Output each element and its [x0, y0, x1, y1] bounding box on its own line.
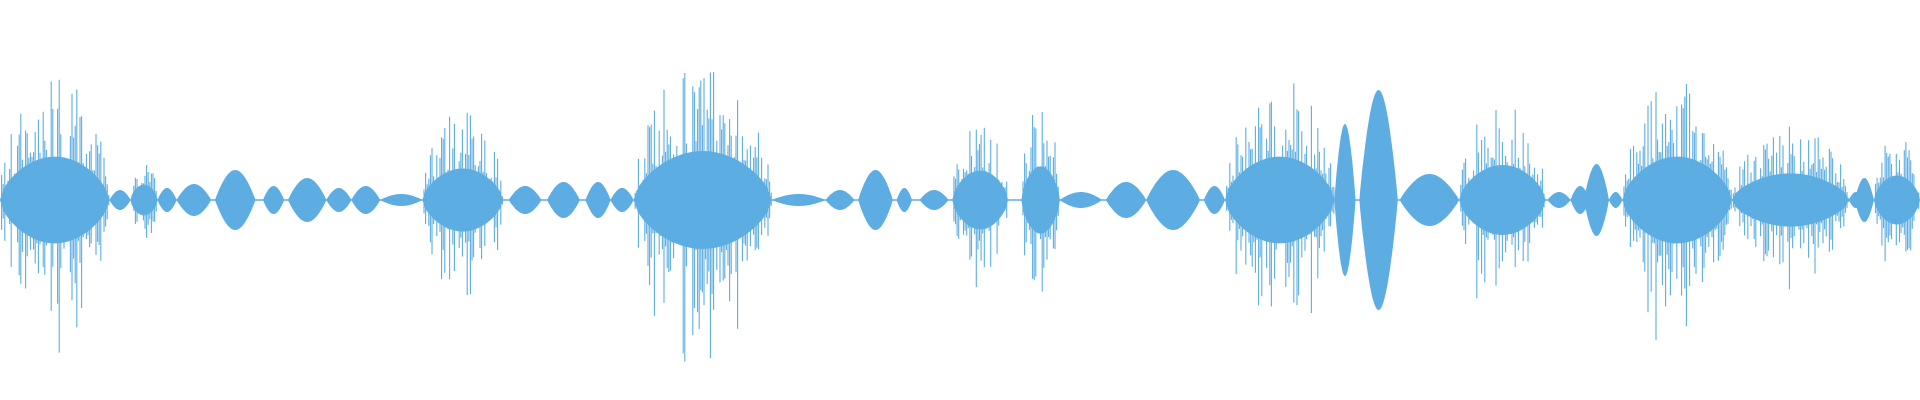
waveform-tone-segment: [263, 186, 285, 214]
waveform-tone-segment: [176, 184, 212, 216]
waveform-tone-segment: [585, 182, 611, 218]
waveform-tone-segment: [1334, 124, 1356, 276]
waveform-tone-segment: [1146, 170, 1200, 230]
waveform-burst-spikes: [1460, 109, 1545, 299]
waveform-burst-spikes: [1623, 83, 1732, 340]
waveform-tone-segment: [1359, 90, 1398, 310]
waveform-burst-spikes: [1874, 142, 1920, 262]
waveform-tone-segment: [1547, 192, 1571, 208]
waveform-tone-segment: [610, 188, 634, 212]
waveform-tone-segment: [896, 188, 912, 212]
waveform-burst-spikes: [131, 165, 157, 238]
waveform-tone-segment: [326, 188, 352, 212]
waveform-tone-segment: [547, 182, 580, 218]
waveform-burst-spikes: [1732, 126, 1850, 290]
waveform-tone-segment: [157, 188, 177, 212]
waveform-tone-segment: [380, 194, 423, 206]
waveform-burst-spikes: [423, 112, 503, 296]
waveform-tone-segment: [508, 186, 542, 214]
waveform-tone-segment: [919, 190, 949, 210]
waveform-tone-segment: [1584, 164, 1609, 236]
waveform-tone-segment: [858, 170, 893, 230]
waveform-burst-spikes: [634, 72, 772, 362]
waveform-tone-segment: [771, 194, 826, 206]
waveform-burst-spikes: [1, 79, 110, 353]
waveform-tone-segment: [109, 190, 131, 210]
waveform-tone-segment: [288, 178, 327, 222]
waveform-tone-segment: [1609, 192, 1623, 208]
waveform-tone-segment: [825, 190, 855, 210]
waveform-tone-segment: [1059, 192, 1103, 208]
waveform-tone-segment: [351, 186, 381, 214]
waveform-burst-spikes: [1226, 83, 1335, 313]
waveform-tone-segment: [1105, 182, 1147, 218]
waveform-tone-segment: [215, 170, 256, 230]
waveform-tone-segment: [1399, 174, 1460, 226]
waveform-tone-segment: [1854, 178, 1874, 222]
waveform-trace: [0, 72, 1920, 362]
waveform-burst-spikes: [953, 127, 1008, 288]
waveform-burst-spikes: [1022, 112, 1059, 292]
waveform-tone-segment: [1570, 186, 1590, 214]
waveform-tone-segment: [1203, 186, 1225, 214]
